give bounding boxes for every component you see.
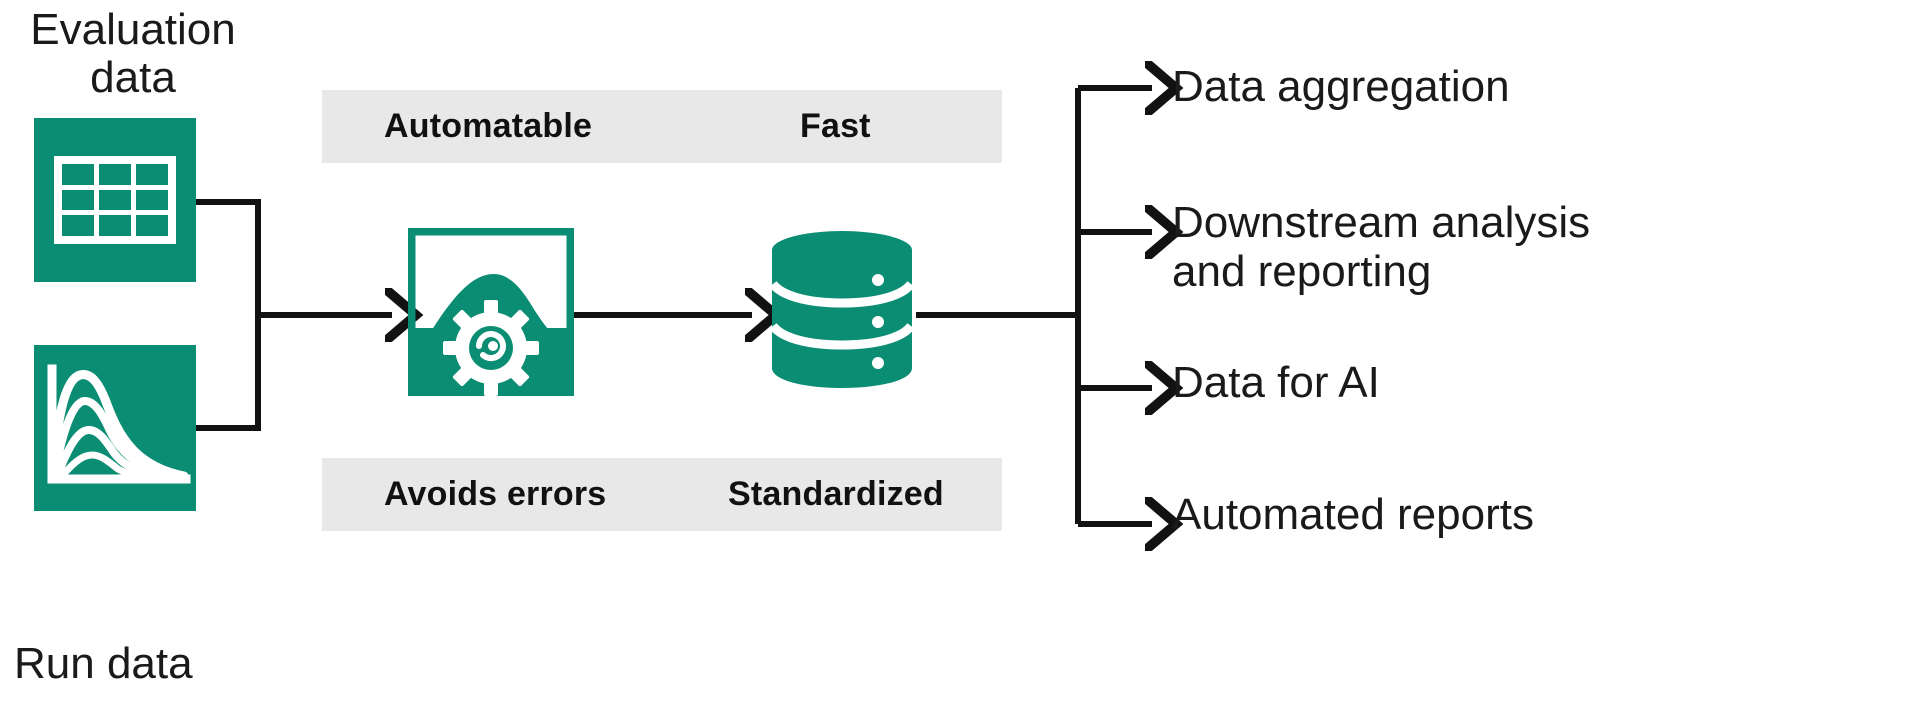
table-icon [34, 118, 196, 282]
attributes-banner-bottom: Avoids errors Standardized [322, 458, 1002, 531]
table-grid-glyph [54, 156, 176, 244]
output-label-data-aggregation: Data aggregation [1172, 62, 1510, 111]
input-merge-bracket [193, 199, 261, 431]
input-label-evaluation-data: Evaluation data [30, 5, 236, 102]
chromatogram-peaks-glyph [47, 364, 191, 484]
attributes-banner-top: Automatable Fast [322, 90, 1002, 163]
data-processing-gear-icon [408, 228, 574, 396]
chromatogram-icon [34, 345, 196, 511]
input-label-run-data: Run data [14, 639, 193, 688]
gear-icon [443, 300, 539, 396]
attribute-fast: Fast [800, 107, 871, 145]
output-label-automated-reports: Automated reports [1172, 490, 1534, 539]
output-label-downstream-analysis: Downstream analysis and reporting [1172, 198, 1591, 297]
attribute-automatable: Automatable [384, 107, 593, 145]
database-cylinder-icon [769, 231, 915, 388]
attribute-avoids-errors: Avoids errors [384, 475, 607, 513]
attribute-standardized: Standardized [728, 475, 944, 513]
output-label-data-for-ai: Data for AI [1172, 358, 1380, 407]
